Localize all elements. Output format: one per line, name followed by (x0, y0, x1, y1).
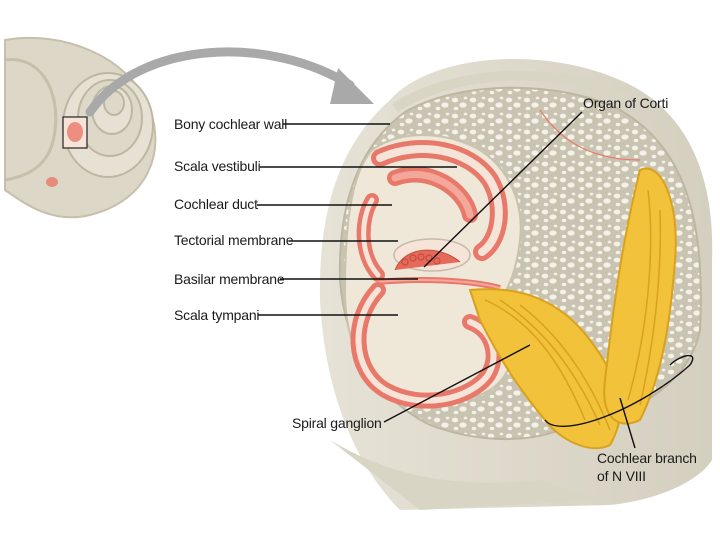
label-scala-vestibuli: Scala vestibuli (174, 158, 261, 175)
label-tectorial-membrane: Tectorial membrane (174, 232, 293, 249)
label-scala-tympani: Scala tympani (174, 307, 259, 324)
label-organ-of-corti: Organ of Corti (583, 95, 668, 112)
label-cochlear-branch-line2: of N VIII (597, 468, 646, 485)
label-spiral-ganglion: Spiral ganglion (292, 415, 382, 432)
organ-of-corti (394, 239, 470, 271)
cochlea-overview (5, 38, 155, 217)
label-cochlear-branch-line1: Cochlear branch (597, 450, 697, 467)
label-basilar-membrane: Basilar membrane (174, 271, 284, 288)
label-cochlear-duct: Cochlear duct (174, 196, 258, 213)
label-bony-cochlear-wall: Bony cochlear wall (174, 116, 287, 133)
